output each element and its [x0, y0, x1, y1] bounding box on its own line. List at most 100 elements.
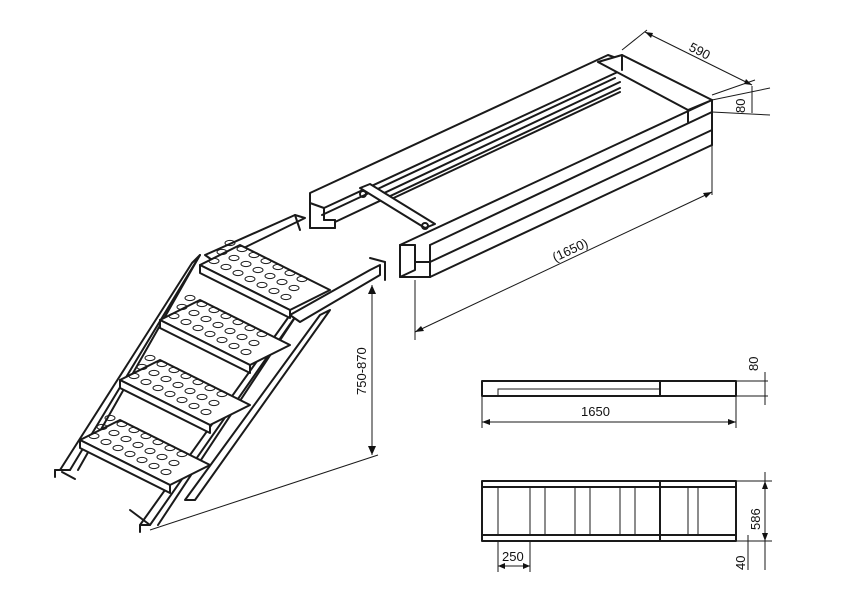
perforation-hole — [180, 372, 192, 380]
perforation-hole — [208, 306, 220, 314]
perforation-hole — [136, 456, 148, 464]
tread-3 — [119, 359, 251, 434]
perforation-hole — [232, 318, 244, 326]
perforation-hole — [256, 281, 268, 289]
perforation-hole — [116, 420, 128, 428]
perforation-hole — [168, 459, 180, 467]
perforation-hole — [188, 402, 200, 410]
perforation-hole — [176, 396, 188, 404]
perforation-hole — [264, 272, 276, 280]
perforation-hole — [152, 384, 164, 392]
perforation-hole — [224, 327, 236, 335]
perforation-hole — [160, 468, 172, 476]
tread-4 — [79, 419, 211, 494]
perforation-hole — [104, 414, 116, 422]
perforation-hole — [176, 303, 188, 311]
perforation-hole — [256, 330, 268, 338]
stair-dimensions: 750-870 — [149, 285, 379, 531]
dim-plan-250-label: 250 — [502, 549, 524, 564]
perforation-hole — [124, 450, 136, 458]
perforation-hole — [276, 278, 288, 286]
perforation-hole — [248, 339, 260, 347]
perforation-hole — [204, 384, 216, 392]
perforation-hole — [224, 239, 236, 247]
perforation-hole — [216, 248, 228, 256]
perforation-hole — [176, 450, 188, 458]
perforation-hole — [288, 284, 300, 292]
dim-750-870-label: 750-870 — [354, 347, 369, 395]
perforation-hole — [192, 324, 204, 332]
perforation-hole — [248, 251, 260, 259]
perforation-hole — [236, 245, 248, 253]
perforation-hole — [236, 333, 248, 341]
perforation-hole — [268, 287, 280, 295]
perforation-hole — [240, 260, 252, 268]
perforation-hole — [212, 321, 224, 329]
perforation-hole — [136, 363, 148, 371]
perforation-hole — [188, 309, 200, 317]
perforation-hole — [144, 447, 156, 455]
perforation-hole — [216, 336, 228, 344]
perforation-hole — [132, 441, 144, 449]
perforation-hole — [228, 254, 240, 262]
perforation-hole — [164, 444, 176, 452]
perforation-hole — [180, 318, 192, 326]
dim-side-80-label: 80 — [746, 357, 761, 371]
perforation-hole — [128, 426, 140, 434]
stair-assembly — [54, 214, 386, 533]
perforation-hole — [112, 444, 124, 452]
dim-590-label: 590 — [687, 39, 713, 62]
perforation-hole — [140, 378, 152, 386]
perforation-hole — [208, 399, 220, 407]
perforation-hole — [196, 393, 208, 401]
perforation-hole — [284, 269, 296, 277]
perforation-hole — [96, 423, 108, 431]
perforation-hole — [148, 462, 160, 470]
perforation-hole — [200, 315, 212, 323]
perforation-hole — [152, 438, 164, 446]
perforation-hole — [228, 342, 240, 350]
perforation-hole — [272, 263, 284, 271]
perforation-hole — [240, 348, 252, 356]
perforation-hole — [172, 381, 184, 389]
dim-80-label: 80 — [733, 99, 748, 113]
dim-1650-ref-label: (1650) — [550, 235, 590, 264]
perforation-hole — [220, 312, 232, 320]
perforation-hole — [216, 390, 228, 398]
perforation-hole — [208, 257, 220, 265]
perforation-hole — [164, 390, 176, 398]
perforation-hole — [252, 266, 264, 274]
perforation-hole — [100, 438, 112, 446]
perforation-hole — [120, 435, 132, 443]
perforation-hole — [220, 263, 232, 271]
tread-perforations — [88, 239, 308, 476]
plan-view: 586 40 250 — [481, 472, 772, 572]
dim-plan-586-label: 586 — [748, 508, 763, 530]
perforation-hole — [108, 429, 120, 437]
dim-side-1650-label: 1650 — [581, 404, 610, 419]
platform-frame — [309, 54, 713, 278]
perforation-hole — [184, 294, 196, 302]
perforation-hole — [148, 369, 160, 377]
perforation-hole — [140, 432, 152, 440]
perforation-hole — [128, 372, 140, 380]
tread-2 — [159, 299, 291, 374]
perforation-hole — [156, 453, 168, 461]
plan-crossbars — [529, 487, 699, 535]
perforation-hole — [260, 257, 272, 265]
perforation-hole — [184, 387, 196, 395]
perforation-hole — [280, 293, 292, 301]
perforation-hole — [156, 360, 168, 368]
perforation-hole — [160, 375, 172, 383]
perforation-hole — [168, 312, 180, 320]
dim-plan-40-label: 40 — [733, 556, 748, 570]
side-view: 80 1650 — [481, 357, 768, 428]
perforation-hole — [244, 324, 256, 332]
perforation-hole — [168, 366, 180, 374]
perforation-hole — [196, 300, 208, 308]
perforation-hole — [232, 269, 244, 277]
perforation-hole — [200, 408, 212, 416]
perforation-hole — [144, 354, 156, 362]
perforation-hole — [244, 275, 256, 283]
